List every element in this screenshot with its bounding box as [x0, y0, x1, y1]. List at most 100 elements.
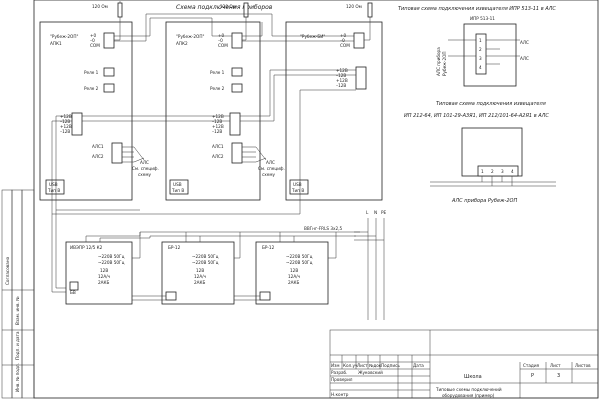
- ivepr-in2: ~220В 50Гц: [98, 260, 125, 265]
- line-n: N: [374, 210, 377, 215]
- detector-ipr-513: ИПР 513-11 1 2 3 4 АЛС прибора Рубеж-2ОП…: [436, 16, 529, 87]
- ip212-pin-3: 3: [501, 169, 504, 174]
- rubezh2op-2-iface-plus: +0: [218, 33, 225, 38]
- tb-col-listov: Листов: [575, 363, 591, 368]
- ivepr-v: 12В: [100, 268, 108, 273]
- rubezh2op-1-usb: USB: [49, 182, 58, 187]
- title-212-line2: ИП 212-64, ИП 101-29-А3Я1, ИП 212/101-64…: [404, 113, 549, 119]
- br1-akb: 2АКБ: [194, 280, 206, 285]
- ipr-pin-3: 3: [479, 56, 482, 61]
- resistor-3-label: 120 Ом: [346, 4, 362, 9]
- tb-h-doc: №док: [369, 363, 382, 368]
- device-rubezh-bi: "Рубеж-БИ" +0 –0 COM +12В –12В +12В –12В…: [285, 21, 383, 201]
- rubezh-bi-pwr-4: –12В: [336, 83, 346, 88]
- rubezh2op-1-pwr-4: –12В: [60, 129, 70, 134]
- stamp-sign: Подп. и дата: [15, 331, 20, 360]
- br2-name: БР-12: [262, 245, 275, 250]
- cable-label: ВВГнг-FRLS 3х2,5: [304, 226, 343, 231]
- ipr-out-2: АЛС: [520, 56, 529, 61]
- stamp-agreed: Согласовано: [5, 256, 10, 285]
- detector-ip-212: 1 2 3 4 АЛС прибора Рубеж-2ОП: [430, 127, 556, 204]
- rubezh2op-2-iface-com: СОМ: [218, 43, 228, 48]
- br2-in1: ~220В 50Гц: [286, 254, 313, 259]
- als-note-2-a: АЛС: [266, 160, 275, 165]
- tb-doc-title-1: Типовые схемы подключений: [435, 387, 502, 392]
- psu-br-12-1: БР-12 ~220В 50Гц ~220В 50Гц 12В 12А/ч 2А…: [161, 241, 235, 305]
- als-note-1-c: схему: [138, 172, 152, 177]
- rubezh2op-2-name: "Рубеж-2ОП": [176, 34, 204, 39]
- tb-h-kol: Кол.уч: [343, 363, 358, 368]
- rubezh2op-2-rele2: Реле 2: [210, 86, 225, 91]
- title-block: Изм Кол.уч Лист №док Подпись Дата Разраб…: [329, 329, 599, 399]
- br1-v: 12В: [196, 268, 204, 273]
- ipr-out-1: АЛС: [520, 40, 529, 45]
- tb-doc-title-2: оборудования (пример): [442, 393, 495, 398]
- br1-a: 12А/ч: [194, 274, 207, 279]
- ip212-pin-1: 1: [481, 169, 484, 174]
- rubezh2op-2-usb: USB: [173, 182, 182, 187]
- line-l: L: [366, 210, 369, 215]
- ipr-side2: Рубеж-2ОП: [442, 51, 447, 76]
- tb-col-stadia: Стадия: [523, 363, 540, 368]
- rubezh-bi-iface-com: COM: [340, 43, 350, 48]
- ipr-pin-4: 4: [479, 65, 482, 70]
- rubezh2op-1-als2: АЛС2: [92, 154, 104, 159]
- rubezh-bi-usb-type: Тип В: [291, 188, 304, 193]
- rubezh2op-1-als1: АЛС1: [92, 144, 104, 149]
- tb-razrab: Разраб.: [331, 370, 347, 375]
- rubezh2op-1-iface-com: COM: [90, 43, 100, 48]
- device-rubezh2op-2: "Рубеж-2ОП" АПК2 +0 –0 СОМ Реле 1 Реле 2…: [165, 21, 261, 201]
- resistor-2-label: 120 Ом: [220, 4, 236, 9]
- rubezh2op-1-usb-type: Тип В: [47, 188, 60, 193]
- rubezh2op-1-rele1: Реле 1: [84, 70, 99, 75]
- ipr-513-name: ИПР 513-11: [470, 16, 495, 21]
- rubezh-bi-usb: USB: [293, 182, 302, 187]
- tb-col-list: Лист: [550, 363, 561, 368]
- ip212-pin-2: 2: [491, 169, 494, 174]
- tb-razrab-name: Жуковский: [358, 370, 383, 375]
- br2-in2: ~220В 50Гц: [286, 260, 313, 265]
- rubezh2op-1-iface-plus: +0: [90, 33, 97, 38]
- rubezh-bi-pwr-2: –12В: [336, 73, 346, 78]
- tb-list-no: 3: [557, 373, 560, 379]
- ivepr-bat: БВ: [70, 290, 76, 295]
- ip212-pin-4: 4: [511, 169, 514, 174]
- br2-v: 12В: [290, 268, 298, 273]
- title-212-line1: Типовая схема подключения извещателя: [436, 101, 546, 107]
- rubezh2op-2-pwr-1: +12В: [212, 114, 224, 119]
- ivepr-name: ИВЭПР 12/5 К2: [70, 245, 103, 250]
- ipr-side1: АЛС прибора: [436, 47, 441, 76]
- ipr-pin-2: 2: [479, 47, 482, 52]
- side-stamp: Согласовано Инв. № подл. Подп. и дата Вз…: [1, 189, 35, 399]
- br1-name: БР-12: [168, 245, 181, 250]
- device-rubezh2op-1: "Рубеж-2ОП" АПК1 +0 –0 COM Реле 1 Реле 2…: [39, 21, 133, 201]
- rubezh2op-2-als2: АЛС2: [212, 154, 224, 159]
- rubezh-bi-pwr-1: +12В: [336, 68, 348, 73]
- tb-h-izm: Изм: [331, 363, 340, 368]
- tb-nkontr: Н.контр: [331, 392, 349, 397]
- als-note-1-b: См. специф.: [132, 166, 159, 171]
- rubezh2op-2-rele1: Реле 1: [210, 70, 225, 75]
- br1-in1: ~220В 50Гц: [192, 254, 219, 259]
- rubezh2op-2-pwr-3: +12В: [212, 124, 224, 129]
- rubezh2op-2-iface-minus: –0: [218, 38, 223, 43]
- rubezh2op-1-name: "Рубеж-2ОП": [50, 34, 78, 39]
- als-note-1-a: АЛС: [140, 160, 149, 165]
- rubezh2op-1-rele2: Реле 2: [84, 86, 99, 91]
- rubezh-bi-iface-minus: –0: [340, 38, 345, 43]
- br2-akb: 2АКБ: [288, 280, 300, 285]
- rubezh2op-1-pwr-1: +12В: [60, 114, 72, 119]
- ivepr-akb: 2АКБ: [98, 280, 110, 285]
- resistor-1-label: 120 Ом: [92, 4, 108, 9]
- rubezh2op-2-pwr-4: –12В: [212, 129, 222, 134]
- psu-br-12-2: БР-12 ~220В 50Гц ~220В 50Гц 12В 12А/ч 2А…: [255, 241, 329, 305]
- tb-h-list: Лист: [357, 363, 368, 368]
- main-title: Схема подключения приборов: [176, 4, 273, 11]
- als-note-2-c: схему: [262, 172, 276, 177]
- tb-prover: Проверил: [331, 377, 353, 382]
- tb-stadia: Р: [531, 373, 534, 379]
- title-513: Типовая схема подключения извещателя ИПР…: [398, 6, 556, 12]
- ip212-caption: АЛС прибора Рубеж-2ОП: [451, 198, 517, 204]
- br2-a: 12А/ч: [288, 274, 301, 279]
